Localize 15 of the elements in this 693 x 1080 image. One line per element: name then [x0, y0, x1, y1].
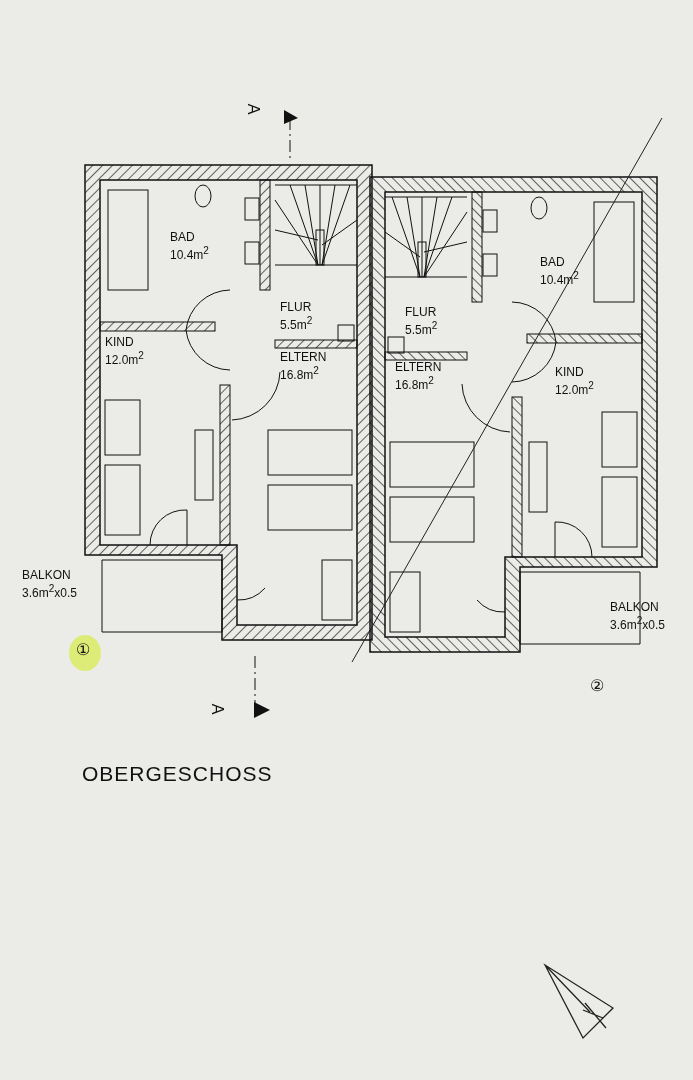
room-label: KIND 12.0m$^{2}$: [555, 365, 594, 397]
room-label: BALKON 3.6m$^{2}$x0.5: [22, 568, 77, 600]
callout-number: ②: [590, 676, 604, 695]
section-label: A: [244, 103, 263, 115]
room-label: FLUR 5.5m$^{2}$: [280, 300, 313, 332]
drawing-title: OBERGESCHOSS: [82, 762, 273, 786]
room-label: KIND 12.0m$^{2}$: [105, 335, 144, 367]
room-label: ELTERN 16.8m$^{2}$: [395, 360, 442, 392]
room-label: ELTERN 16.8m$^{2}$: [280, 350, 327, 382]
room-label: BALKON 3.6m$^{2}$x0.5: [610, 600, 665, 632]
room-label: FLUR 5.5m$^{2}$: [405, 305, 438, 337]
room-label: BAD 10.4m$^{2}$: [170, 230, 209, 262]
section-label: A: [208, 703, 227, 715]
room-label: BAD 10.4m$^{2}$: [540, 255, 579, 287]
callout-number: ①: [76, 640, 90, 659]
